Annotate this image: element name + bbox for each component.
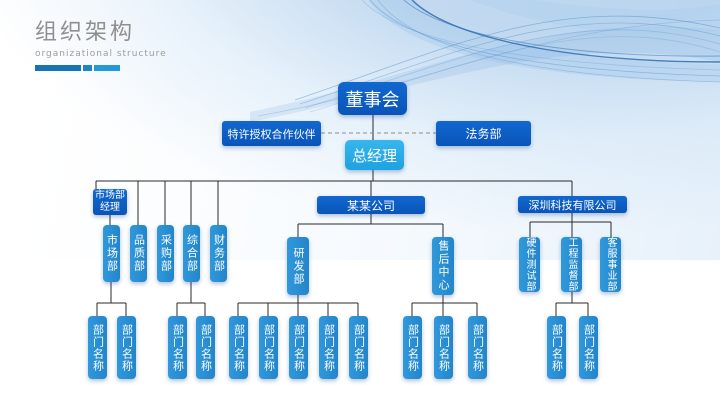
node-department-name: 部门名称 bbox=[349, 316, 368, 379]
node-hardware-test-dept: 硬件测试部 bbox=[519, 237, 540, 292]
underline-segment bbox=[94, 65, 120, 71]
node-department-name: 部门名称 bbox=[196, 316, 215, 379]
node-legal-dept: 法务部 bbox=[436, 121, 531, 146]
node-department-name: 部门名称 bbox=[229, 316, 248, 379]
node-department-name: 部门名称 bbox=[319, 316, 338, 379]
node-department-name: 部门名称 bbox=[259, 316, 278, 379]
node-rd-dept: 研发部 bbox=[287, 237, 309, 295]
node-left-dept-quality: 品质部 bbox=[130, 225, 147, 282]
underline-segment bbox=[35, 65, 81, 71]
node-department-name: 部门名称 bbox=[168, 316, 187, 379]
node-department-name: 部门名称 bbox=[117, 316, 136, 379]
node-marketing-manager: 市场部经理 bbox=[93, 189, 127, 215]
node-customer-service-dept: 客服事业部 bbox=[600, 237, 621, 292]
node-center-company: 某某公司 bbox=[317, 196, 425, 214]
node-general-manager: 总经理 bbox=[345, 140, 404, 170]
node-left-dept-marketing: 市场部 bbox=[103, 225, 120, 282]
node-department-name: 部门名称 bbox=[403, 316, 422, 379]
underline-segment bbox=[83, 65, 92, 71]
page-subtitle: organizational structure bbox=[35, 49, 167, 59]
node-board: 董事会 bbox=[338, 82, 407, 115]
node-department-name: 部门名称 bbox=[88, 316, 107, 379]
page-title: 组织架构 bbox=[35, 20, 136, 45]
node-left-dept-general-affairs: 综合部 bbox=[183, 225, 200, 282]
title-underline bbox=[35, 65, 167, 71]
node-department-name: 部门名称 bbox=[468, 316, 487, 379]
node-aftersales-center: 售后中心 bbox=[432, 237, 454, 295]
node-department-name: 部门名称 bbox=[434, 316, 453, 379]
node-franchise-partner: 特许授权合作伙伴 bbox=[222, 121, 321, 146]
node-department-name: 部门名称 bbox=[579, 316, 598, 379]
node-department-name: 部门名称 bbox=[547, 316, 566, 379]
node-engineering-supervision-dept: 工程监督部 bbox=[561, 237, 582, 292]
header: 组织架构 organizational structure bbox=[35, 14, 167, 71]
node-department-name: 部门名称 bbox=[289, 316, 308, 379]
node-right-company: 深圳科技有限公司 bbox=[518, 196, 627, 213]
node-left-dept-finance: 财务部 bbox=[210, 225, 227, 282]
node-left-dept-purchasing: 采购部 bbox=[157, 225, 174, 282]
